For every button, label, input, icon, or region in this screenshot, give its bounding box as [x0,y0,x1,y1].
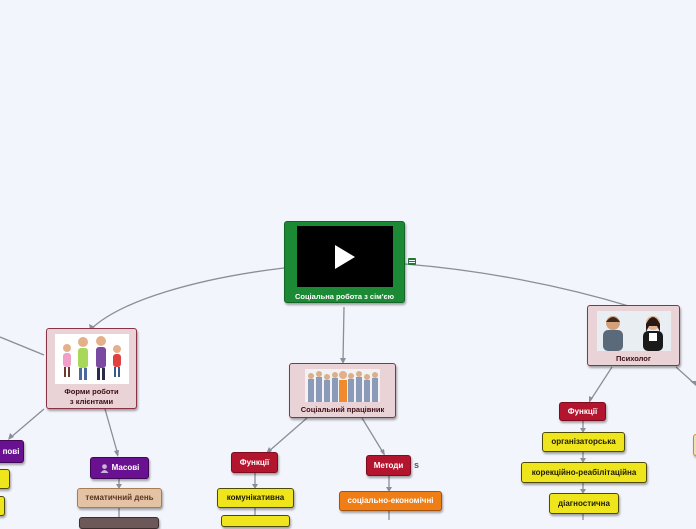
central-topic-title: Соціальна робота з сім'єю [294,292,395,301]
socio-economic-label: соціально-економічні [347,496,434,505]
family-image [54,334,129,384]
user-icon [100,463,109,473]
topic-client-work-forms-label: Форми роботи з клієнтами [64,387,118,407]
link-left-groups [9,408,45,439]
social-worker-methods-label: Методи [373,460,404,470]
mass-forms-label: Масові [111,463,140,472]
left-offscreen-item-2[interactable] [0,496,5,516]
organizational-node[interactable]: організаторська [542,432,625,452]
play-icon[interactable] [334,245,355,269]
link-right-functions [589,366,613,402]
right-offscreen-node[interactable] [693,434,696,456]
topic-social-worker[interactable]: Соціальний працівник [289,363,396,418]
topic-psychologist[interactable]: Психолог [587,305,680,366]
communicative-label: комунікативна [226,493,285,502]
left-next-item[interactable] [79,517,159,529]
psychologist-functions-label: Функції [567,406,598,416]
link-left-masovi [104,408,119,456]
left-offscreen-item-1[interactable] [0,469,10,489]
organizational-label: організаторська [551,437,616,446]
topic-client-work-forms[interactable]: Форми роботи з клієнтами [46,328,137,409]
topic-psychologist-label: Психолог [616,354,651,363]
left-group-node[interactable]: пові [0,440,24,463]
social-worker-functions-node[interactable]: Функції [231,452,278,473]
methods-extra-text: s [414,460,420,470]
link-central-left [89,267,285,331]
label-line-1: Форми роботи [64,387,119,396]
socio-economic-node[interactable]: соціально-економічні [339,491,442,511]
social-worker-functions-label: Функції [239,457,270,467]
center-next-function-item[interactable] [221,515,290,527]
psychologist-functions-node[interactable]: Функції [559,402,606,421]
central-topic[interactable]: Соціальна робота з сім'єю [284,221,405,303]
link-central-left-offscreen [0,336,45,356]
video-thumbnail[interactable] [296,226,393,287]
topic-social-worker-label: Соціальний працівник [300,405,385,414]
mass-forms-node[interactable]: Масові [90,457,149,479]
psychologist-image [596,311,671,351]
social-workers-image [305,369,380,402]
social-worker-methods-node[interactable]: Методи [366,455,411,476]
note-icon[interactable] [408,258,416,265]
communicative-node[interactable]: комунікативна [217,488,294,508]
diagnostic-label: діагностична [558,498,610,508]
link-central-center [342,306,345,363]
link-center-functions [267,417,308,453]
link-center-methods [361,417,385,455]
correction-rehab-label: корекційно-реабілітаційна [531,467,637,477]
thematic-day-node[interactable]: тематичний день [77,488,162,508]
correction-rehab-node[interactable]: корекційно-реабілітаційна [521,462,647,483]
thematic-day-label: тематичний день [85,493,154,502]
label-line-2: з клієнтами [69,397,114,406]
link-central-right [404,263,633,308]
left-group-label: пові [2,446,20,456]
diagnostic-node[interactable]: діагностична [549,493,619,514]
